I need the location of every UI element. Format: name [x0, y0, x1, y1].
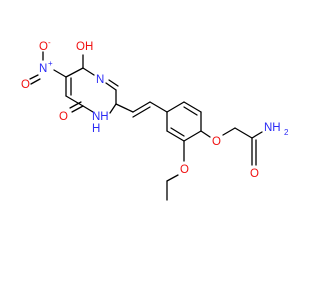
bond [109, 103, 117, 114]
bond [251, 131, 263, 139]
molecule-diagram: OH N NH H O N + O - O O O O NH 2 [21, 38, 289, 201]
bond [82, 105, 94, 113]
bond [69, 101, 82, 109]
hydroxyl-label: OH [76, 41, 93, 53]
bond [105, 82, 117, 91]
bonds [29, 51, 263, 201]
bond [29, 74, 39, 80]
bond [82, 67, 95, 76]
structure-svg: OH N NH H O N + O - O O O O NH 2 [21, 38, 289, 201]
nitro-nitrogen-label: N [39, 63, 47, 75]
nitro-nitrogen-charge: + [48, 59, 53, 68]
ring-nh-label: NH [92, 111, 109, 123]
bond [170, 127, 185, 137]
bond [108, 79, 119, 87]
bond [183, 130, 202, 142]
ring-nitrogen-label: N [96, 74, 104, 86]
bond [234, 127, 253, 139]
amide-oxygen-label: O [250, 168, 259, 180]
nitro-oxygen-top-charge: - [48, 38, 51, 47]
bond [183, 106, 198, 116]
bond [166, 101, 185, 113]
bond [132, 101, 151, 113]
ethoxy-oxygen-label: O [180, 164, 189, 176]
ring-nh-hydrogen-label: H [92, 123, 100, 135]
bond [53, 69, 67, 78]
bond [115, 103, 134, 113]
bond [166, 174, 179, 182]
bond [71, 105, 84, 113]
bond [149, 101, 168, 113]
bond [166, 130, 185, 142]
ether-oxygen-label: O [212, 136, 221, 148]
bond [30, 78, 41, 85]
atom-labels: OH N NH H O N + O - O O O O NH 2 [21, 38, 289, 180]
nitro-oxygen-bottom-label: O [21, 79, 30, 91]
bond [200, 130, 211, 138]
amide-nh2-subscript: 2 [284, 128, 289, 137]
bond [132, 106, 151, 118]
bond [65, 95, 84, 107]
amide-nh2-label: NH [264, 122, 281, 134]
keto-oxygen-label: O [59, 111, 68, 123]
nitro-oxygen-top-label: O [39, 41, 48, 53]
bond [65, 67, 84, 78]
bond [222, 127, 236, 136]
bond [183, 101, 202, 113]
